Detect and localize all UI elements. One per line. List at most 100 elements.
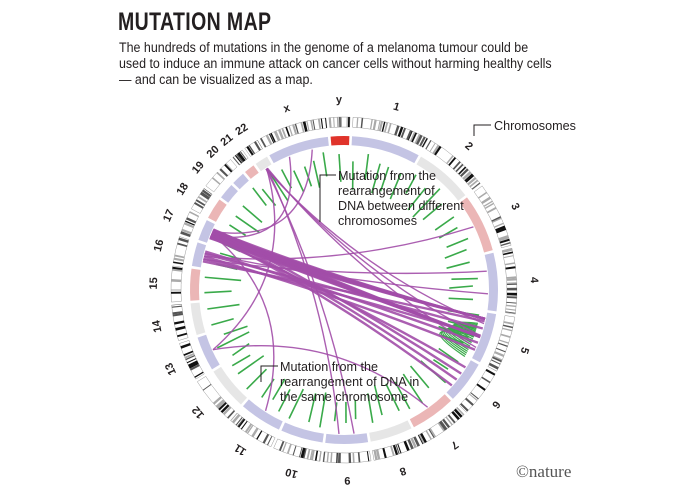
- chromosome-3-band: [473, 185, 512, 249]
- chromosome-18-band: [190, 187, 213, 214]
- annotation-line: rearrangement of DNA in: [280, 375, 419, 389]
- annotation-line: rearrangement of: [338, 184, 435, 198]
- chromosome-8-band: [372, 436, 421, 461]
- chromosome-4-segment: [484, 252, 498, 312]
- chromosome-15-segment: [190, 268, 201, 301]
- mutation-line: [448, 297, 474, 301]
- link-13-7: [212, 344, 429, 408]
- chromosome-1-segment: [351, 136, 419, 164]
- mutation-line: [412, 188, 441, 218]
- chromosome-6-band: [458, 368, 496, 413]
- mutation-line: [246, 368, 268, 390]
- chromosome-label: 4: [528, 277, 540, 285]
- mutation-line: [449, 285, 473, 289]
- mutation-line: [223, 325, 248, 336]
- mutation-line: [364, 153, 370, 180]
- mutation-line: [322, 152, 328, 177]
- copy-number-ring: [190, 136, 498, 444]
- nature-credit: ©nature: [516, 462, 572, 481]
- mutation-line: [229, 224, 247, 237]
- link-11-17: [210, 233, 275, 411]
- leader-line: [473, 124, 491, 136]
- chromosome-label: 11: [232, 441, 248, 457]
- chromosome-13-segment: [197, 334, 220, 370]
- chromosome-16-segment: [191, 242, 207, 268]
- mutation-line: [288, 388, 305, 419]
- mutation-line: [211, 317, 234, 326]
- chromosome-label: 14: [150, 318, 164, 333]
- annotation-line: the same chromosome: [280, 390, 408, 404]
- chromosome-14-segment: [190, 302, 206, 336]
- mutation-line: [407, 187, 427, 211]
- annotation-line: Mutation from the: [280, 360, 378, 374]
- mutation-line: [434, 216, 455, 231]
- chromosome-label: 13: [163, 361, 179, 377]
- chromosome-21-segment: [245, 165, 259, 179]
- chromosome-label: 15: [148, 277, 160, 290]
- chromosome-label: 1: [392, 101, 401, 114]
- annotation-line: chromosomes: [338, 214, 417, 228]
- chromosome-11-band: [230, 412, 276, 448]
- annotation-between: Mutation from the rearrangement of DNA b…: [319, 169, 464, 228]
- link-13-22: [212, 168, 276, 351]
- chromosome-22-segment: [255, 156, 272, 172]
- mutation-line: [207, 303, 240, 310]
- mutation-line: [370, 163, 381, 194]
- mutation-line: [277, 389, 291, 412]
- chromosome-label: x: [282, 102, 292, 116]
- mutation-line: [216, 331, 250, 349]
- mutation-line: [319, 392, 327, 428]
- chromosome-x-band: [259, 117, 328, 148]
- annotation-label: Chromosomes: [494, 119, 576, 133]
- chromosome-10-segment: [281, 422, 324, 443]
- intro-line: The hundreds of mutations in the genome …: [119, 40, 529, 55]
- link-17-5: [212, 228, 481, 339]
- chromosome-19-band: [205, 171, 226, 193]
- chromosome-y-band: [328, 116, 351, 128]
- chromosome-label: 8: [398, 464, 408, 477]
- mutation-line: [312, 160, 321, 188]
- mutation-line: [405, 174, 417, 194]
- annotation-line: DNA between different: [338, 199, 464, 213]
- link-22-9: [266, 167, 340, 434]
- mutation-line: [422, 203, 443, 221]
- chromosome-1-band: [352, 116, 429, 148]
- chromosome-17-band: [180, 211, 200, 238]
- leader-line: [319, 174, 336, 222]
- chromosome-10-band: [273, 438, 322, 462]
- mutation-line: [293, 170, 305, 193]
- chromosome-9-segment: [325, 433, 369, 444]
- mutation-line: [438, 347, 459, 363]
- mutation-line: [385, 383, 400, 412]
- link-17-6: [212, 229, 462, 375]
- chromosome-12-band: [196, 376, 236, 419]
- mutation-line: [451, 277, 478, 280]
- chromosome-5-segment: [472, 312, 497, 363]
- chromosome-2-segment: [416, 156, 466, 201]
- karyotype-ring: [170, 116, 518, 464]
- mutation-line: [235, 215, 261, 234]
- chromosome-12-segment: [213, 366, 247, 405]
- chromosome-label: 17: [161, 208, 177, 224]
- chromosome-label: 22: [233, 121, 250, 138]
- mutation-line: [394, 381, 411, 410]
- chromosome-label: 2: [462, 140, 474, 153]
- mutation-line: [272, 378, 286, 401]
- mutation-line: [433, 359, 449, 370]
- chromosome-y-segment: [330, 136, 350, 146]
- link-17-6: [211, 231, 458, 381]
- mutation-line: [231, 354, 251, 367]
- chromosome-21-band: [232, 149, 249, 166]
- chromosome-7-segment: [409, 394, 451, 428]
- chromosome-7-band: [417, 406, 465, 445]
- chromosome-x-segment: [269, 136, 329, 164]
- mutation-line: [446, 237, 469, 249]
- intro-line: — and can be visualized as a map.: [119, 72, 313, 88]
- mutation-line: [402, 373, 424, 404]
- chromosome-9-band: [322, 450, 372, 464]
- page-title: MUTATION MAP: [118, 8, 272, 36]
- mutation-line: [308, 393, 317, 423]
- chromosome-label: 7: [448, 438, 460, 451]
